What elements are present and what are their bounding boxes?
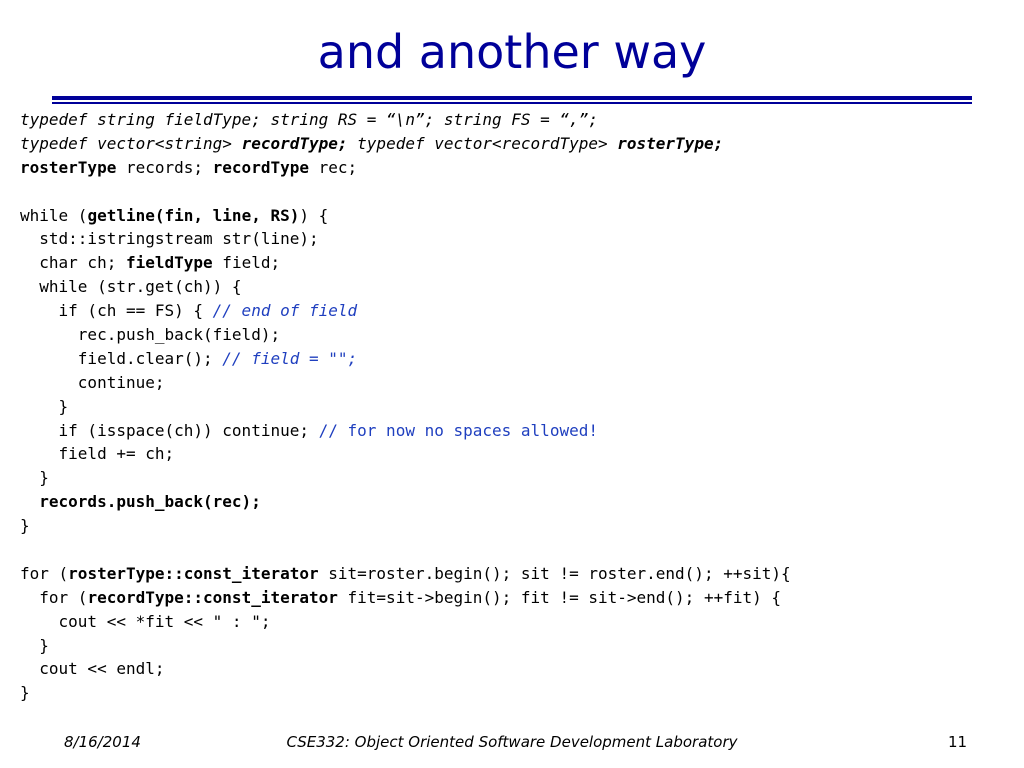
title-divider-thin <box>52 102 972 104</box>
code-token: } <box>20 516 30 536</box>
code-token: for ( <box>20 587 88 607</box>
code-token: fit=sit->begin(); fit != sit->end(); ++f… <box>337 587 781 607</box>
code-line: field += ch; <box>20 442 791 466</box>
slide-title: and another way <box>317 25 707 79</box>
title-divider-thick <box>52 96 972 100</box>
code-token: typedef string fieldType; string RS = “\… <box>20 110 598 129</box>
code-line: for (recordType::const_iterator fit=sit-… <box>20 586 791 610</box>
code-line: } <box>20 681 791 705</box>
code-line: std::istringstream str(line); <box>20 227 791 251</box>
code-line: records.push_back(rec); <box>20 490 791 514</box>
code-token: typedef vector<recordType> <box>347 133 618 153</box>
code-token: } <box>20 396 69 416</box>
code-line <box>20 538 791 562</box>
code-token: while ( <box>20 205 88 225</box>
code-token: sit=roster.begin(); sit != roster.end();… <box>318 563 791 583</box>
code-line: while (getline(fin, line, RS)) { <box>20 204 791 228</box>
code-token: } <box>20 468 49 488</box>
code-token: field; <box>212 253 281 273</box>
code-line: while (str.get(ch)) { <box>20 275 791 299</box>
code-line: typedef vector<string> recordType; typed… <box>20 132 791 156</box>
code-line: } <box>20 514 791 538</box>
code-line: cout << *fit << " : "; <box>20 610 791 634</box>
code-token: fieldType <box>125 253 213 273</box>
footer-page-number: 11 <box>948 733 968 751</box>
code-line: } <box>20 634 791 658</box>
code-token: field.clear(); <box>20 348 223 368</box>
code-comment: // for now no spaces allowed! <box>318 420 598 440</box>
code-token: rec; <box>308 157 358 177</box>
code-line: char ch; fieldType field; <box>20 251 791 275</box>
code-token: if (isspace(ch)) continue; <box>20 420 319 440</box>
code-token: char ch; <box>20 253 126 273</box>
code-token: cout << *fit << " : "; <box>20 611 271 631</box>
code-token: rosterType::const_iterator <box>68 563 319 583</box>
code-token: getline(fin, line, RS) <box>87 205 300 225</box>
code-line: rec.push_back(field); <box>20 323 791 347</box>
code-line: continue; <box>20 371 791 395</box>
code-token: rosterType <box>20 157 117 177</box>
code-token: field += ch; <box>20 444 175 464</box>
code-comment: // field = ""; <box>222 348 358 368</box>
code-token: for ( <box>20 563 69 583</box>
code-block: typedef string fieldType; string RS = “\… <box>20 108 791 705</box>
code-token: recordType <box>212 157 309 177</box>
footer-course-title: CSE332: Object Oriented Software Develop… <box>286 733 738 751</box>
code-token: recordType::const_iterator <box>87 587 338 607</box>
code-line: } <box>20 395 791 419</box>
code-token: records.push_back(rec); <box>20 492 261 512</box>
code-line <box>20 180 791 204</box>
code-line: if (isspace(ch)) continue; // for now no… <box>20 419 791 443</box>
code-token: rosterType; <box>617 133 724 153</box>
code-token: rec.push_back(field); <box>20 325 281 345</box>
code-token: } <box>20 683 30 703</box>
code-line: cout << endl; <box>20 657 791 681</box>
code-token: ) { <box>299 205 329 225</box>
code-token: } <box>20 635 49 655</box>
code-token: while (str.get(ch)) { <box>20 277 242 297</box>
code-line: } <box>20 466 791 490</box>
code-token: typedef vector<string> <box>20 133 242 153</box>
code-line: typedef string fieldType; string RS = “\… <box>20 108 791 132</box>
code-token: cout << endl; <box>20 659 165 679</box>
code-comment: // end of field <box>212 301 358 321</box>
code-token: records; <box>116 157 213 177</box>
footer-date: 8/16/2014 <box>64 733 141 751</box>
code-token: if (ch == FS) { <box>20 301 213 321</box>
code-line: rosterType records; recordType rec; <box>20 156 791 180</box>
code-line: if (ch == FS) { // end of field <box>20 299 791 323</box>
code-token: recordType; <box>241 133 348 153</box>
code-line: for (rosterType::const_iterator sit=rost… <box>20 562 791 586</box>
code-token: std::istringstream str(line); <box>20 229 319 249</box>
code-line: field.clear(); // field = ""; <box>20 347 791 371</box>
code-token: continue; <box>20 372 165 392</box>
